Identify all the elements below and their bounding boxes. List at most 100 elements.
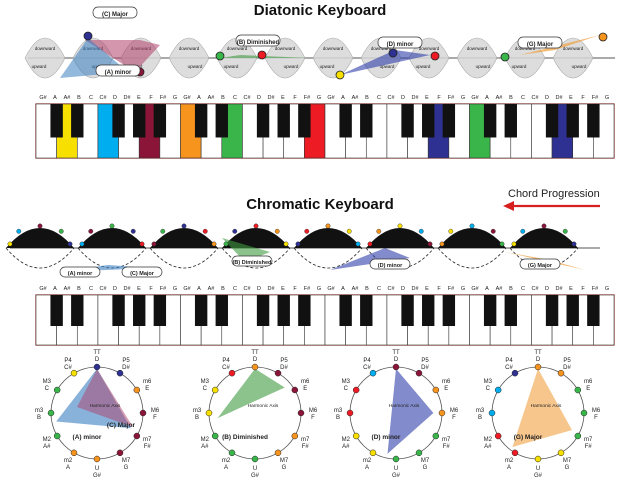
wheel-interval-label: m2 <box>222 458 231 464</box>
diatonic-note-label: F# <box>304 95 311 101</box>
black-key <box>153 104 167 138</box>
wave-label-up: upward <box>416 64 431 69</box>
diatonic-note-label: A <box>485 95 489 101</box>
diatonic-note-label: D <box>113 95 117 101</box>
diatonic-note-label: E <box>137 95 141 101</box>
chromatic-node <box>130 228 136 234</box>
chromatic-black-key <box>483 295 497 326</box>
wheel-interval-label: TT <box>392 350 400 356</box>
chromatic-node <box>181 223 187 229</box>
chromatic-node <box>397 223 403 229</box>
black-key <box>133 104 146 138</box>
note-node <box>430 51 440 61</box>
wheel-axis-label: Harmonic Axis <box>389 403 420 409</box>
chromatic-node <box>499 241 505 247</box>
wheel-chord-label: (D) minor <box>372 434 401 441</box>
wheel-interval-label: P4 <box>505 358 513 364</box>
chromatic-chord-tag <box>121 266 163 278</box>
chromatic-chord-label: (A) minor <box>68 271 93 277</box>
diatonic-note-label: G# <box>183 95 191 101</box>
wheel-interval-label: m3 <box>35 408 44 414</box>
wave-lobe <box>552 37 594 79</box>
wave-lobe <box>456 37 498 79</box>
chord-tag <box>92 6 138 19</box>
chord-tag-label: (D) minor <box>387 42 414 48</box>
chromatic-black-key <box>422 295 435 326</box>
chromatic-chord-label: (D) minor <box>378 263 403 269</box>
wheel-note-node <box>251 363 259 371</box>
chromatic-black-key <box>566 295 579 326</box>
chromatic-node <box>139 241 145 247</box>
wheel-note-label: C <box>203 386 208 392</box>
wheel-note-node <box>70 369 78 377</box>
wheel-note-node <box>47 409 55 417</box>
wheel-note-node <box>205 409 213 417</box>
wheel-interval-label: m7 <box>442 437 451 443</box>
wheel-axis-label: Harmonic Axis <box>248 403 279 409</box>
diatonic-note-label: C <box>521 95 525 101</box>
diatonic-note-label: F# <box>448 95 455 101</box>
wheel-note-node <box>274 449 282 457</box>
diatonic-note-label: A <box>341 95 345 101</box>
wheel-note-node <box>211 432 219 440</box>
chromatic-node <box>88 228 94 234</box>
chromatic-note-label: D# <box>411 286 419 292</box>
wheel-interval-label: m6 <box>143 379 152 385</box>
black-key <box>339 104 352 138</box>
chromatic-note-label: A <box>197 286 201 292</box>
chromatic-node <box>37 223 43 229</box>
chromatic-black-key <box>153 295 167 326</box>
diatonic-note-label: B <box>221 95 225 101</box>
wheel-note-node <box>93 455 101 463</box>
chromatic-node <box>439 241 445 247</box>
chromatic-dash <box>221 247 291 269</box>
wheel-interval-label: M7 <box>122 458 131 464</box>
wheel-interval-label: m2 <box>64 458 73 464</box>
chromatic-note-label: G <box>173 286 177 292</box>
wheel-interval-label: m3 <box>193 408 202 414</box>
wheel-interval-label: M3 <box>43 379 52 385</box>
wheel-interval-label: m6 <box>301 379 310 385</box>
wheel-chord-label: (A) minor <box>73 434 102 441</box>
chromatic-node <box>304 228 310 234</box>
chromatic-node <box>346 228 352 234</box>
chromatic-note-label: D <box>257 286 261 292</box>
chromatic-note-label: C <box>233 286 237 292</box>
wheel-note-label: G# <box>392 473 401 479</box>
chromatic-node <box>67 241 73 247</box>
note-node <box>500 52 510 62</box>
diatonic-note-label: G# <box>327 95 335 101</box>
wheel-note-node <box>432 432 440 440</box>
chromatic-chord-tag <box>519 258 561 270</box>
wheel-interval-label: M6 <box>309 408 318 414</box>
wheel-note-node <box>580 409 588 417</box>
wave-label-down: downward <box>275 46 296 51</box>
diatonic-note-label: D <box>257 95 261 101</box>
chromatic-node <box>571 241 577 247</box>
chromatic-node <box>511 241 517 247</box>
chromatic-node <box>211 241 217 247</box>
chord-tag <box>235 34 281 47</box>
wheel-note-node <box>346 409 354 417</box>
chromatic-dash <box>5 247 75 269</box>
wheel-note-node <box>133 432 141 440</box>
wheel-note-label: B <box>37 415 41 421</box>
chromatic-note-label: E <box>569 286 573 292</box>
diatonic-note-label: C <box>233 95 237 101</box>
black-key <box>194 104 208 138</box>
chromatic-note-label: G <box>461 286 465 292</box>
wheel-note-node <box>116 369 124 377</box>
wheel-note-node <box>291 386 299 394</box>
black-key <box>545 104 559 138</box>
wheel-note-label: D <box>95 357 100 363</box>
wave-lobe <box>312 37 354 79</box>
wheel-note-node <box>228 369 236 377</box>
wheel-note-label: A <box>365 465 369 471</box>
chromatic-note-label: C# <box>531 286 539 292</box>
chromatic-note-label: E <box>281 286 285 292</box>
wheel-interval-label: U <box>536 466 540 472</box>
wave-label-down: downward <box>179 46 200 51</box>
wave-label-up: upward <box>476 64 491 69</box>
